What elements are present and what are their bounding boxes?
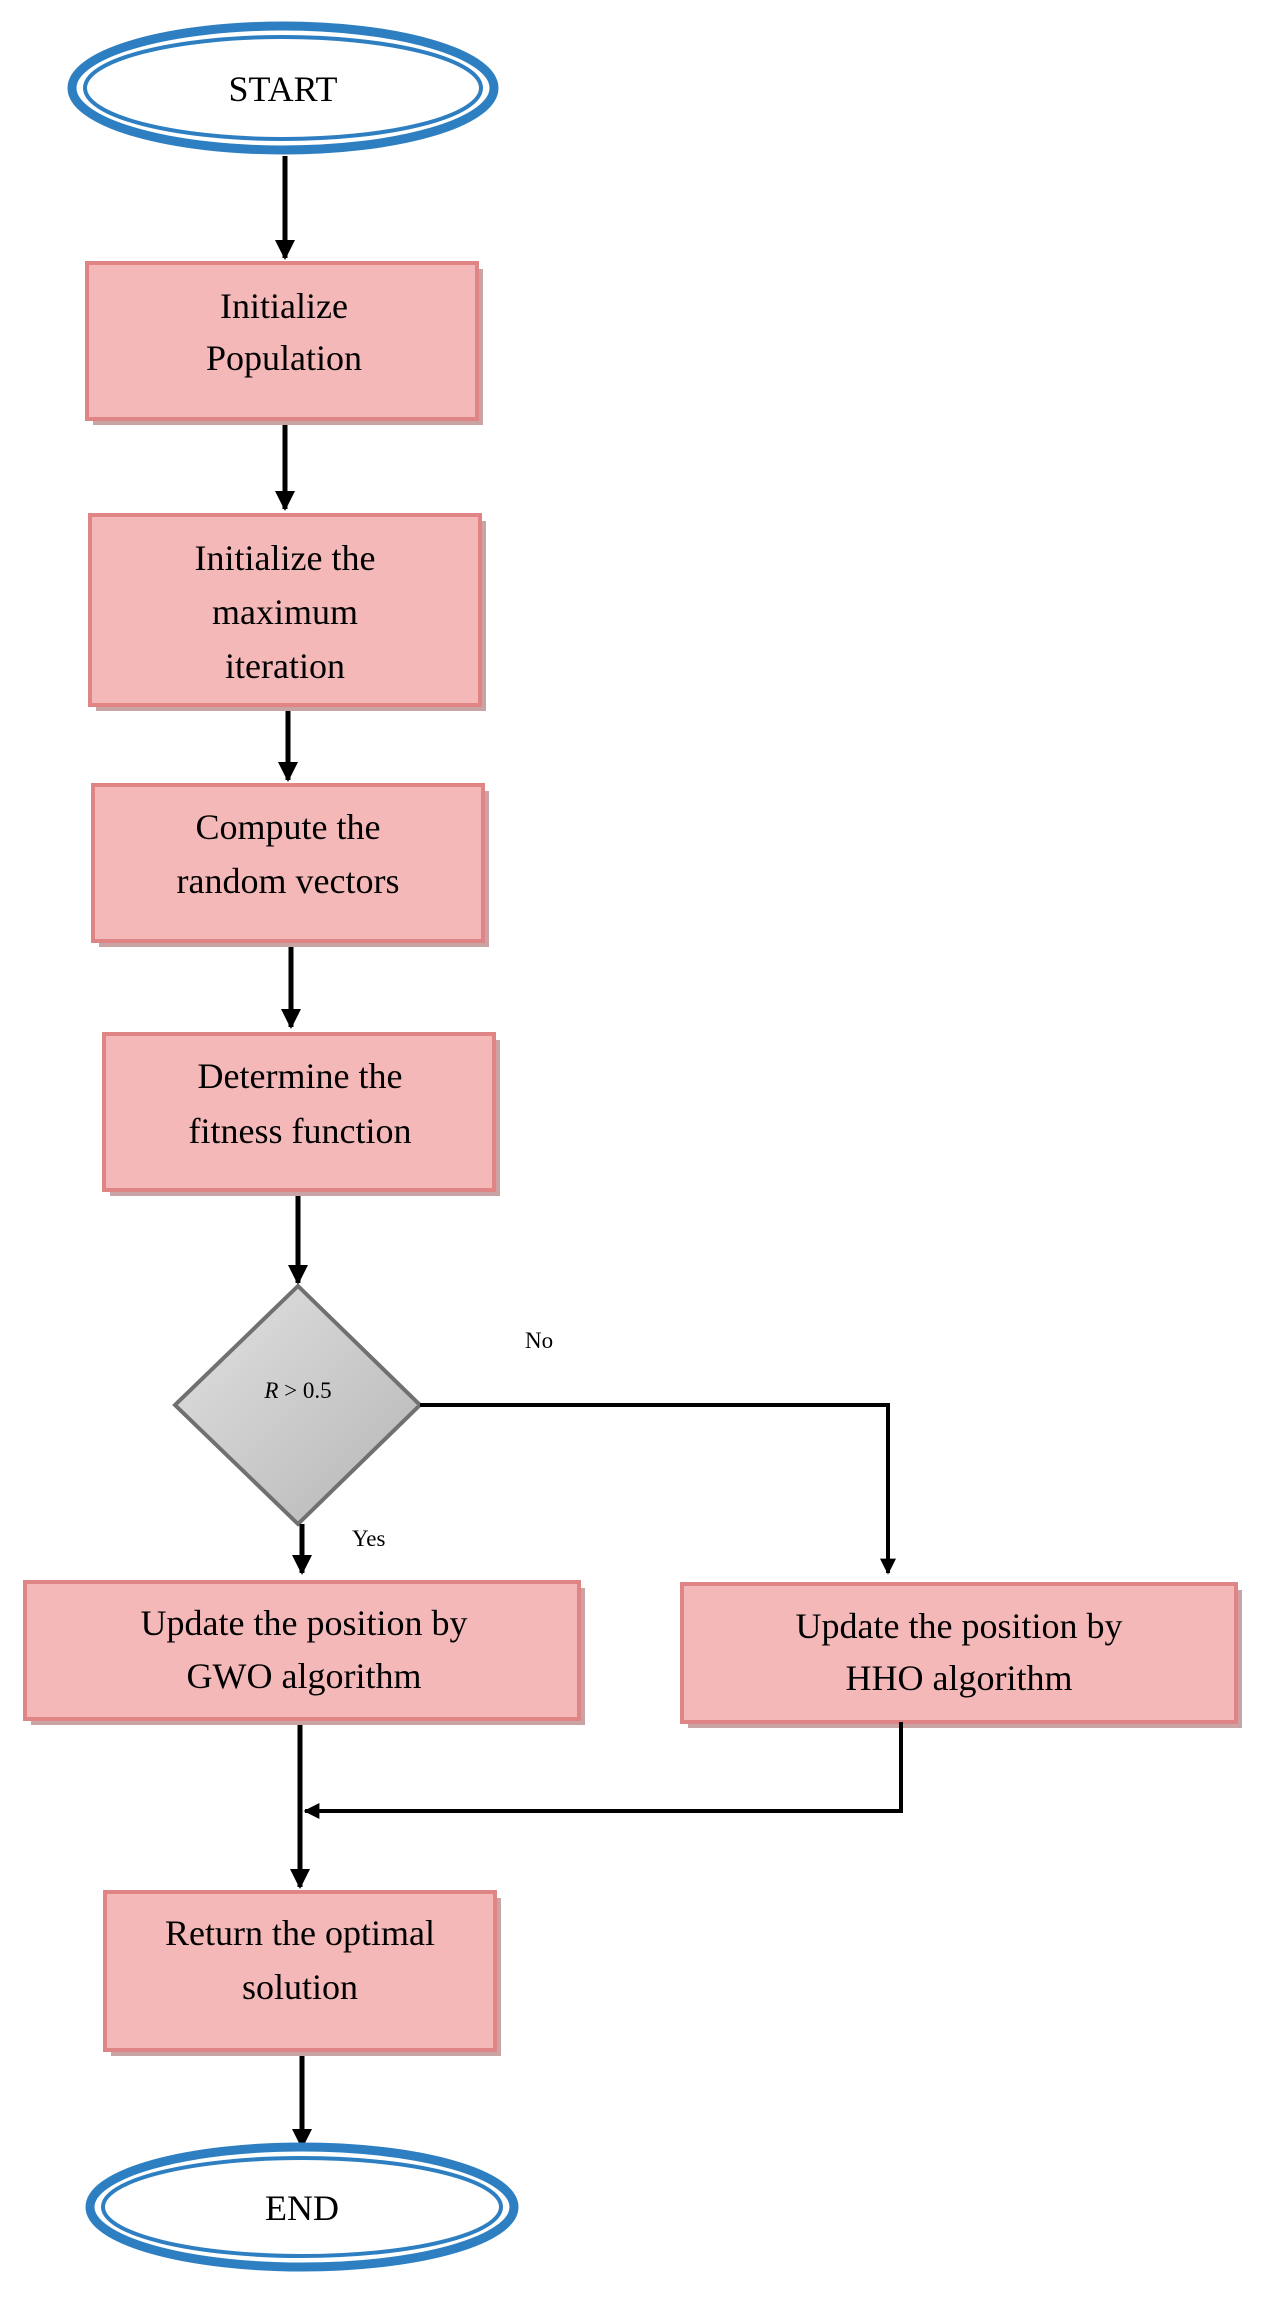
gwo-line-1: Update the position by	[141, 1603, 468, 1643]
step-hho-update: Update the position by HHO algorithm	[680, 1582, 1242, 1728]
return-line-2: solution	[242, 1967, 358, 2007]
decision-condition: R > 0.5	[263, 1378, 331, 1403]
init-max-iter-line-3: iteration	[225, 646, 345, 686]
no-label: No	[525, 1328, 553, 1353]
return-line-1: Return the optimal	[165, 1913, 435, 1953]
step-init-max-iteration: Initialize the maximum iteration	[88, 513, 486, 711]
step-gwo-update: Update the position by GWO algorithm	[23, 1580, 585, 1725]
compute-random-line-2: random vectors	[177, 861, 400, 901]
fitness-line-2: fitness function	[189, 1111, 412, 1151]
decision-rest: > 0.5	[278, 1378, 331, 1403]
end-label: END	[265, 2188, 339, 2228]
arrow-no-to-hho	[420, 1403, 896, 1575]
fitness-line-1: Determine the	[198, 1056, 403, 1096]
gwo-line-2: GWO algorithm	[187, 1656, 422, 1696]
start-terminal: START	[67, 21, 499, 155]
hho-line-2: HHO algorithm	[846, 1658, 1073, 1698]
compute-random-line-1: Compute the	[196, 807, 381, 847]
decision-diamond: R > 0.5	[172, 1283, 423, 1527]
arrow-hho-merge	[303, 1722, 903, 1819]
step-compute-random-vectors: Compute the random vectors	[91, 783, 489, 947]
yes-label: Yes	[352, 1526, 386, 1551]
end-terminal: END	[85, 2142, 519, 2272]
init-population-line-2: Population	[206, 338, 362, 378]
hho-line-1: Update the position by	[796, 1606, 1123, 1646]
step-init-population: Initialize Population	[85, 261, 483, 425]
decision-var: R	[263, 1378, 278, 1403]
step-return-optimal: Return the optimal solution	[103, 1890, 501, 2056]
step-fitness-function: Determine the fitness function	[102, 1032, 500, 1196]
init-max-iter-line-2: maximum	[212, 592, 358, 632]
start-label: START	[229, 69, 338, 109]
init-max-iter-line-1: Initialize the	[195, 538, 376, 578]
init-population-line-1: Initialize	[220, 286, 348, 326]
